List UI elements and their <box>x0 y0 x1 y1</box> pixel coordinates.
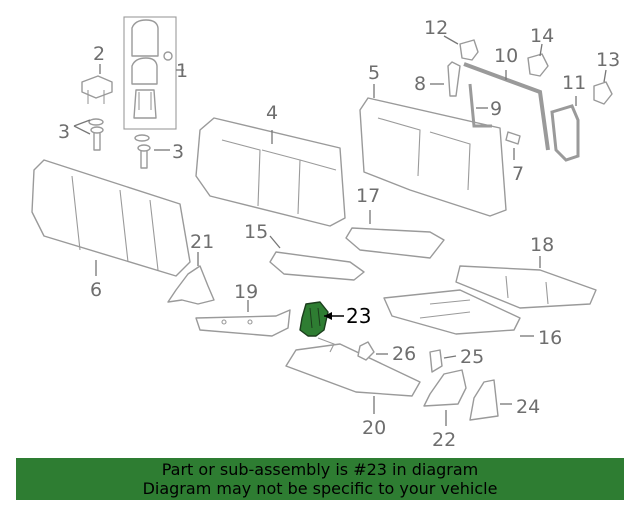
callout-1: 1 <box>176 60 188 82</box>
part-13-latch <box>593 69 613 105</box>
callout-6: 6 <box>90 279 102 301</box>
part-16-seat-pan <box>383 289 534 337</box>
callout-3b: 3 <box>172 141 184 163</box>
callout-14: 14 <box>530 25 554 47</box>
callout-12: 12 <box>424 17 448 39</box>
callout-24: 24 <box>516 396 540 418</box>
part-10-trim-strip <box>463 62 550 151</box>
part-25-clip <box>429 349 457 373</box>
callout-3a: 3 <box>58 121 70 143</box>
callout-20: 20 <box>362 417 386 439</box>
part-18-seat-cushion <box>455 256 597 309</box>
callout-7: 7 <box>512 163 524 185</box>
callout-22: 22 <box>432 429 456 451</box>
callout-16: 16 <box>538 327 562 349</box>
part-4-seat-back-frame <box>195 117 346 227</box>
callout-5: 5 <box>368 62 380 84</box>
callout-9: 9 <box>490 98 502 120</box>
info-banner: Part or sub-assembly is #23 in diagram D… <box>16 458 624 500</box>
callout-11: 11 <box>562 72 586 94</box>
callout-23-highlighted: 23 <box>346 304 371 328</box>
arrowhead-23 <box>324 312 332 320</box>
callout-13: 13 <box>596 49 620 71</box>
banner-line-disclaimer: Diagram may not be specific to your vehi… <box>142 479 498 498</box>
part-2-bracket <box>81 64 113 104</box>
callout-18: 18 <box>530 234 554 256</box>
part-26-bracket <box>357 341 388 361</box>
callout-21: 21 <box>190 231 214 253</box>
part-11-trim-strip <box>550 96 580 162</box>
part-1-headrest-kit <box>123 16 184 130</box>
callout-8: 8 <box>414 73 426 95</box>
part-15-seat-cushion <box>269 235 365 281</box>
callout-17: 17 <box>356 185 380 207</box>
part-21-hinge-bracket <box>167 252 215 305</box>
part-3-bolts <box>73 118 170 169</box>
part-9-trim-strip <box>468 83 492 128</box>
callout-19: 19 <box>234 281 258 303</box>
part-6-seat-back-cushion <box>31 159 191 277</box>
callout-15: 15 <box>244 221 268 243</box>
part-5-seat-back-panel <box>359 84 507 217</box>
part-17-seat-cushion <box>345 210 445 259</box>
part-20-seat-base-tray <box>285 337 421 414</box>
part-7-clip <box>505 131 521 160</box>
part-19-bracket-plate <box>195 300 291 337</box>
callout-26: 26 <box>392 343 416 365</box>
callout-4: 4 <box>266 102 278 124</box>
part-12-latch <box>443 35 479 61</box>
part-8-trim-strip <box>430 61 461 97</box>
part-22-bracket <box>423 369 467 426</box>
part-23-highlighted-bracket <box>299 301 329 337</box>
callout-25: 25 <box>460 346 484 368</box>
part-14-latch <box>527 43 549 77</box>
callout-2: 2 <box>93 43 105 65</box>
callout-10: 10 <box>494 45 518 67</box>
banner-line-part-number: Part or sub-assembly is #23 in diagram <box>161 460 479 479</box>
part-24-side-cover <box>469 379 512 421</box>
